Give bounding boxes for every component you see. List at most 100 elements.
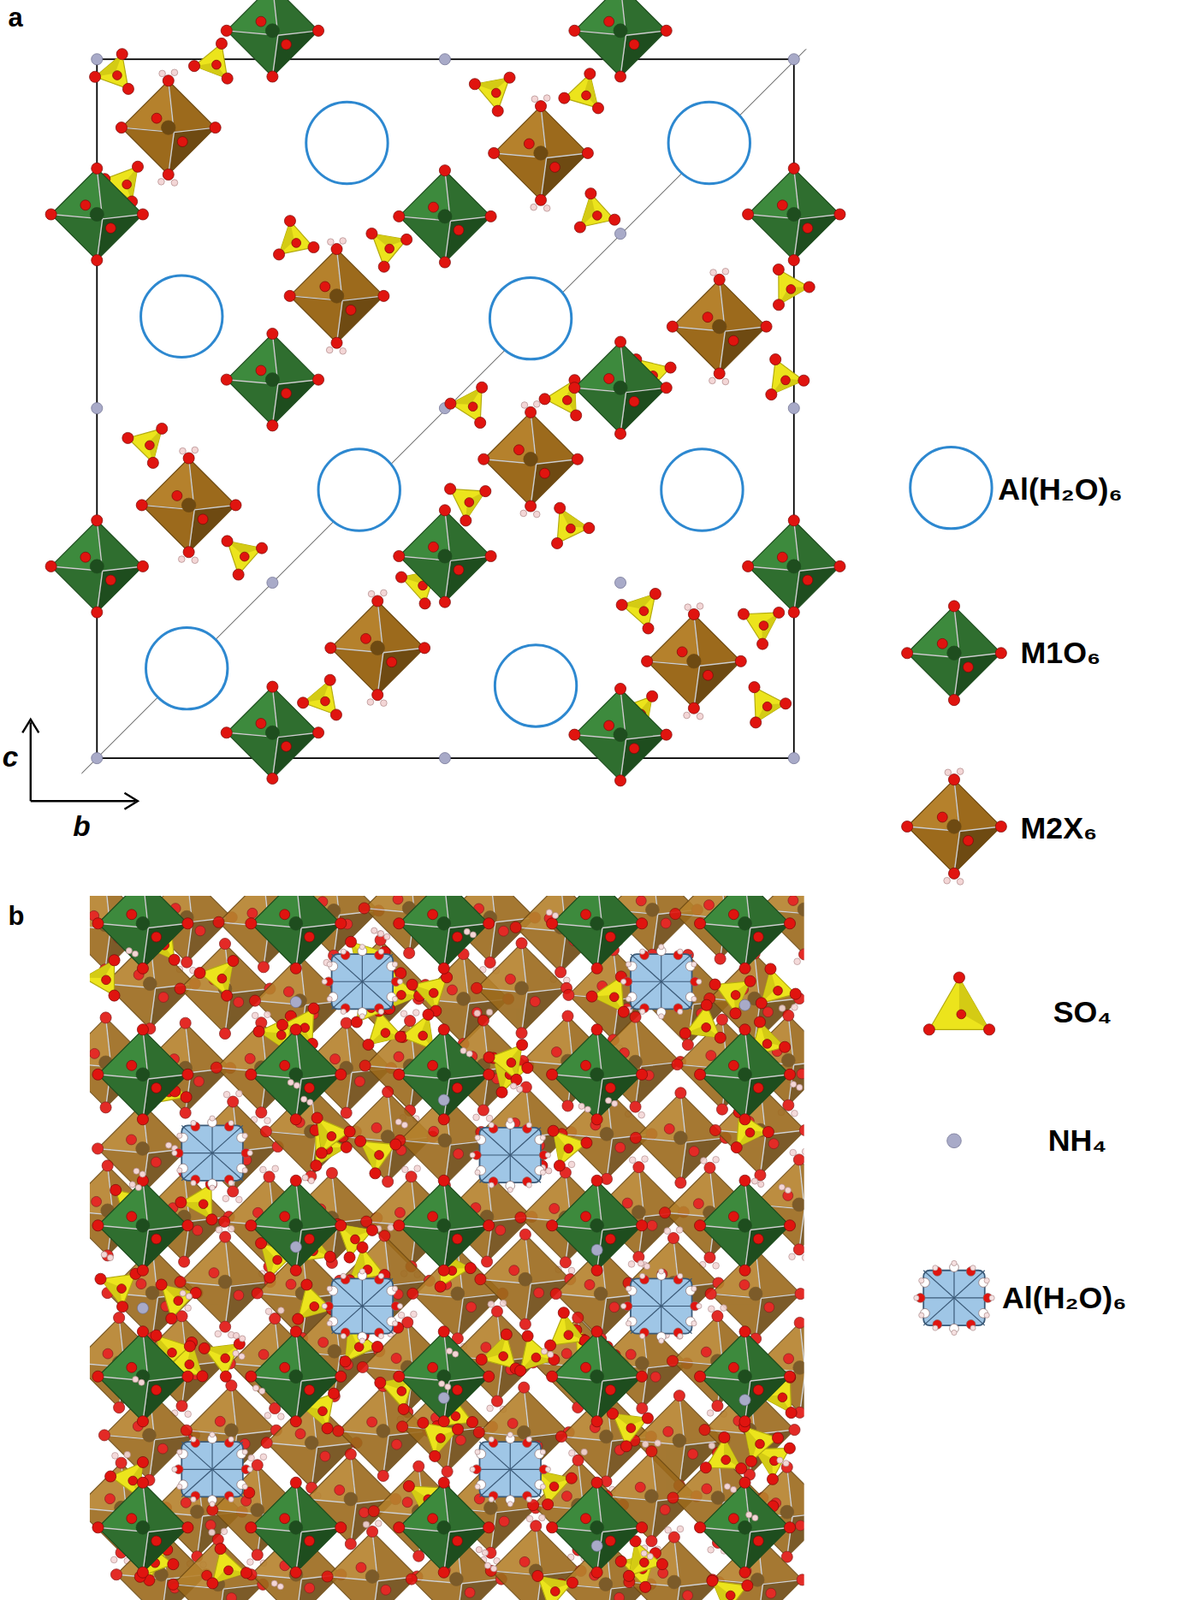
atom (519, 1228, 531, 1240)
atom (136, 1279, 147, 1290)
atom (706, 1410, 714, 1418)
atom (614, 427, 626, 439)
atom (197, 514, 208, 525)
atom (572, 1311, 584, 1323)
atom (519, 1318, 531, 1330)
atom (802, 575, 813, 586)
atom (484, 1500, 499, 1515)
atom (181, 498, 196, 512)
atom (539, 393, 551, 405)
atom (492, 105, 504, 117)
atom (136, 1142, 150, 1157)
atom (113, 1402, 125, 1414)
atom (707, 1305, 715, 1313)
atom (477, 1014, 489, 1027)
atom (438, 53, 451, 66)
atom (178, 1256, 190, 1268)
atom (255, 16, 267, 27)
atom (764, 1302, 775, 1313)
atom (713, 367, 725, 380)
bond (272, 384, 278, 426)
atom (397, 1421, 409, 1433)
atom (339, 347, 347, 355)
atom (676, 646, 688, 658)
atom (161, 120, 176, 135)
atom (533, 510, 540, 518)
atom (401, 233, 413, 245)
atom (614, 576, 626, 588)
atom (438, 504, 451, 516)
atom (318, 1337, 329, 1348)
bond (383, 1435, 389, 1477)
atom (136, 560, 149, 572)
atom (251, 1549, 263, 1561)
atom (230, 499, 242, 511)
atom (325, 642, 337, 654)
atom (628, 396, 640, 407)
atom (525, 500, 537, 512)
bond (651, 1500, 657, 1542)
atom (675, 1177, 687, 1189)
atom (179, 1017, 191, 1029)
atom (105, 1494, 116, 1505)
bond (149, 988, 155, 1029)
atom (183, 452, 195, 464)
octahedron-face (96, 168, 143, 220)
atom (209, 122, 221, 134)
bond (606, 1138, 612, 1180)
atom (664, 1227, 671, 1235)
octahedron-face (747, 214, 800, 261)
atom (220, 24, 232, 36)
bond (620, 35, 626, 77)
atom (263, 1171, 275, 1183)
atom (722, 267, 730, 275)
atom (177, 556, 185, 564)
atom (180, 1497, 191, 1508)
atom (711, 1310, 724, 1323)
atom (257, 961, 269, 973)
atom (515, 937, 528, 949)
atom (711, 319, 726, 333)
atom (444, 483, 457, 495)
atom (660, 24, 672, 36)
al-site-circle (668, 101, 750, 184)
atom (485, 550, 497, 562)
atom (210, 1061, 222, 1074)
atom (91, 403, 103, 415)
atom (634, 1482, 646, 1493)
atom (330, 1054, 341, 1065)
atom (236, 1196, 244, 1204)
atom (629, 1132, 641, 1144)
atom (521, 402, 528, 410)
atom (260, 1453, 267, 1461)
atom (91, 753, 103, 765)
octahedron-face (530, 412, 578, 464)
octahedron-face (105, 984, 156, 1029)
atom (628, 743, 640, 754)
atom (794, 1288, 805, 1300)
atom (264, 1412, 272, 1420)
m2-octahedron (478, 400, 584, 517)
atom (394, 1207, 405, 1218)
atom (533, 146, 548, 161)
m2-octahedron (284, 237, 390, 355)
atom (551, 537, 564, 549)
atom (770, 353, 782, 365)
atom (91, 515, 103, 527)
atom (269, 1313, 281, 1325)
atom (98, 1429, 110, 1442)
atom (584, 68, 596, 80)
atom (184, 1411, 192, 1418)
atom (629, 1101, 641, 1113)
m2-octahedron (640, 603, 747, 720)
sulfate-tetrahedron (765, 353, 810, 400)
atom (214, 1330, 222, 1338)
atom (543, 205, 551, 213)
atom (792, 1198, 805, 1212)
atom (523, 138, 534, 149)
atom (89, 207, 104, 221)
atom (684, 604, 692, 611)
atom (380, 589, 388, 597)
atom (183, 546, 195, 558)
octahedron-face (476, 988, 528, 1033)
